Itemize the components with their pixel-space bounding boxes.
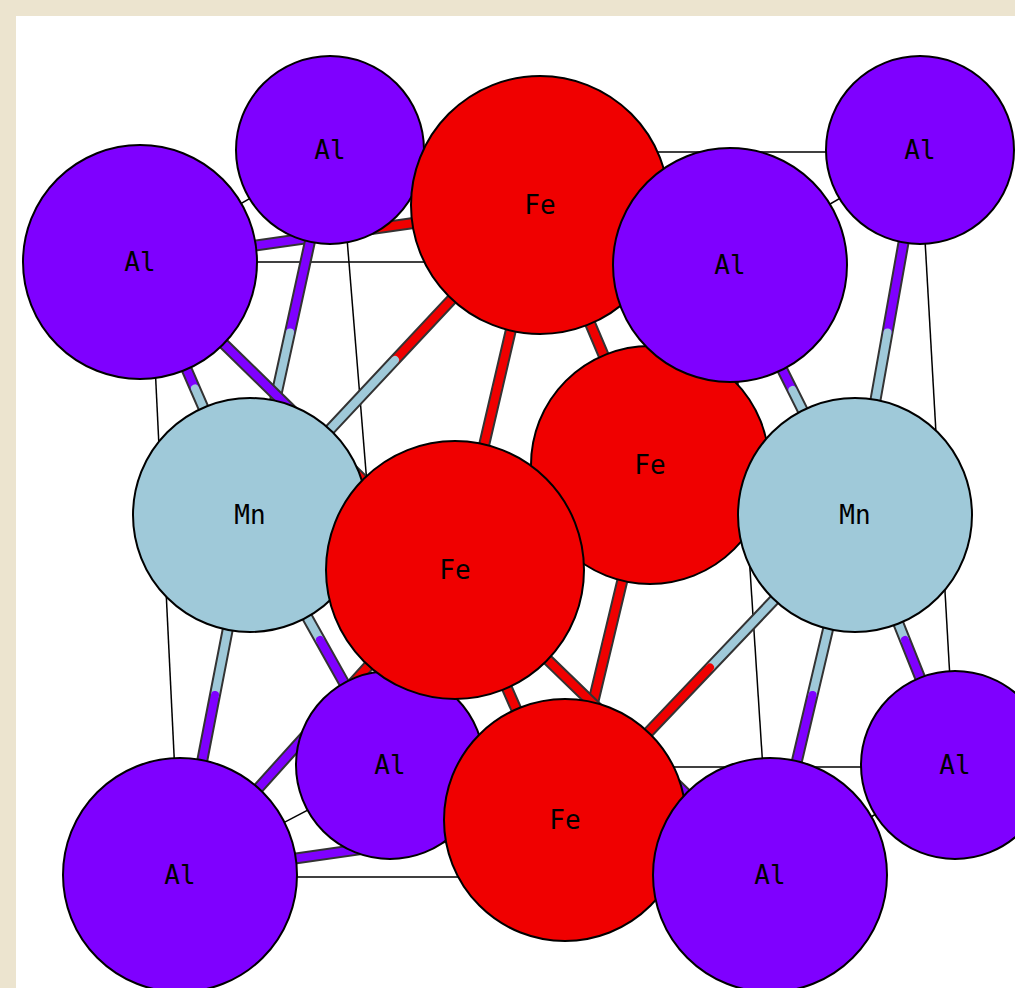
atom-label: Al (374, 750, 405, 780)
atom-sphere: Al (612, 147, 848, 383)
bond-line (872, 224, 907, 419)
atom-sphere: Al (62, 757, 298, 988)
atom-label: Mn (234, 500, 265, 530)
bond-line (635, 586, 787, 746)
atom-label: Mn (839, 500, 870, 530)
atom-sphere: Al (652, 757, 888, 988)
atom-label: Fe (549, 805, 580, 835)
bond-line (317, 285, 465, 443)
atom-label: Al (124, 247, 155, 277)
atom-label: Al (754, 860, 785, 890)
atom-sphere: Mn (737, 397, 973, 633)
atom-label: Fe (524, 190, 555, 220)
atom-label: Al (904, 135, 935, 165)
atom-sphere: Al (825, 55, 1015, 245)
atom-label: Al (714, 250, 745, 280)
atom-sphere: Al (235, 55, 425, 245)
atom-label: Al (939, 750, 970, 780)
atom-sphere: Fe (443, 698, 687, 942)
bond-line (480, 312, 515, 463)
atom-sphere: Al (860, 670, 1015, 860)
atom-label: Fe (634, 450, 665, 480)
atom-label: Fe (439, 555, 470, 585)
bond-line (793, 610, 833, 779)
atom-label: Al (314, 135, 345, 165)
bond-line (199, 611, 232, 779)
atom-sphere: Fe (325, 440, 585, 700)
atom-label: Al (164, 860, 195, 890)
atom-sphere: Al (22, 144, 258, 380)
